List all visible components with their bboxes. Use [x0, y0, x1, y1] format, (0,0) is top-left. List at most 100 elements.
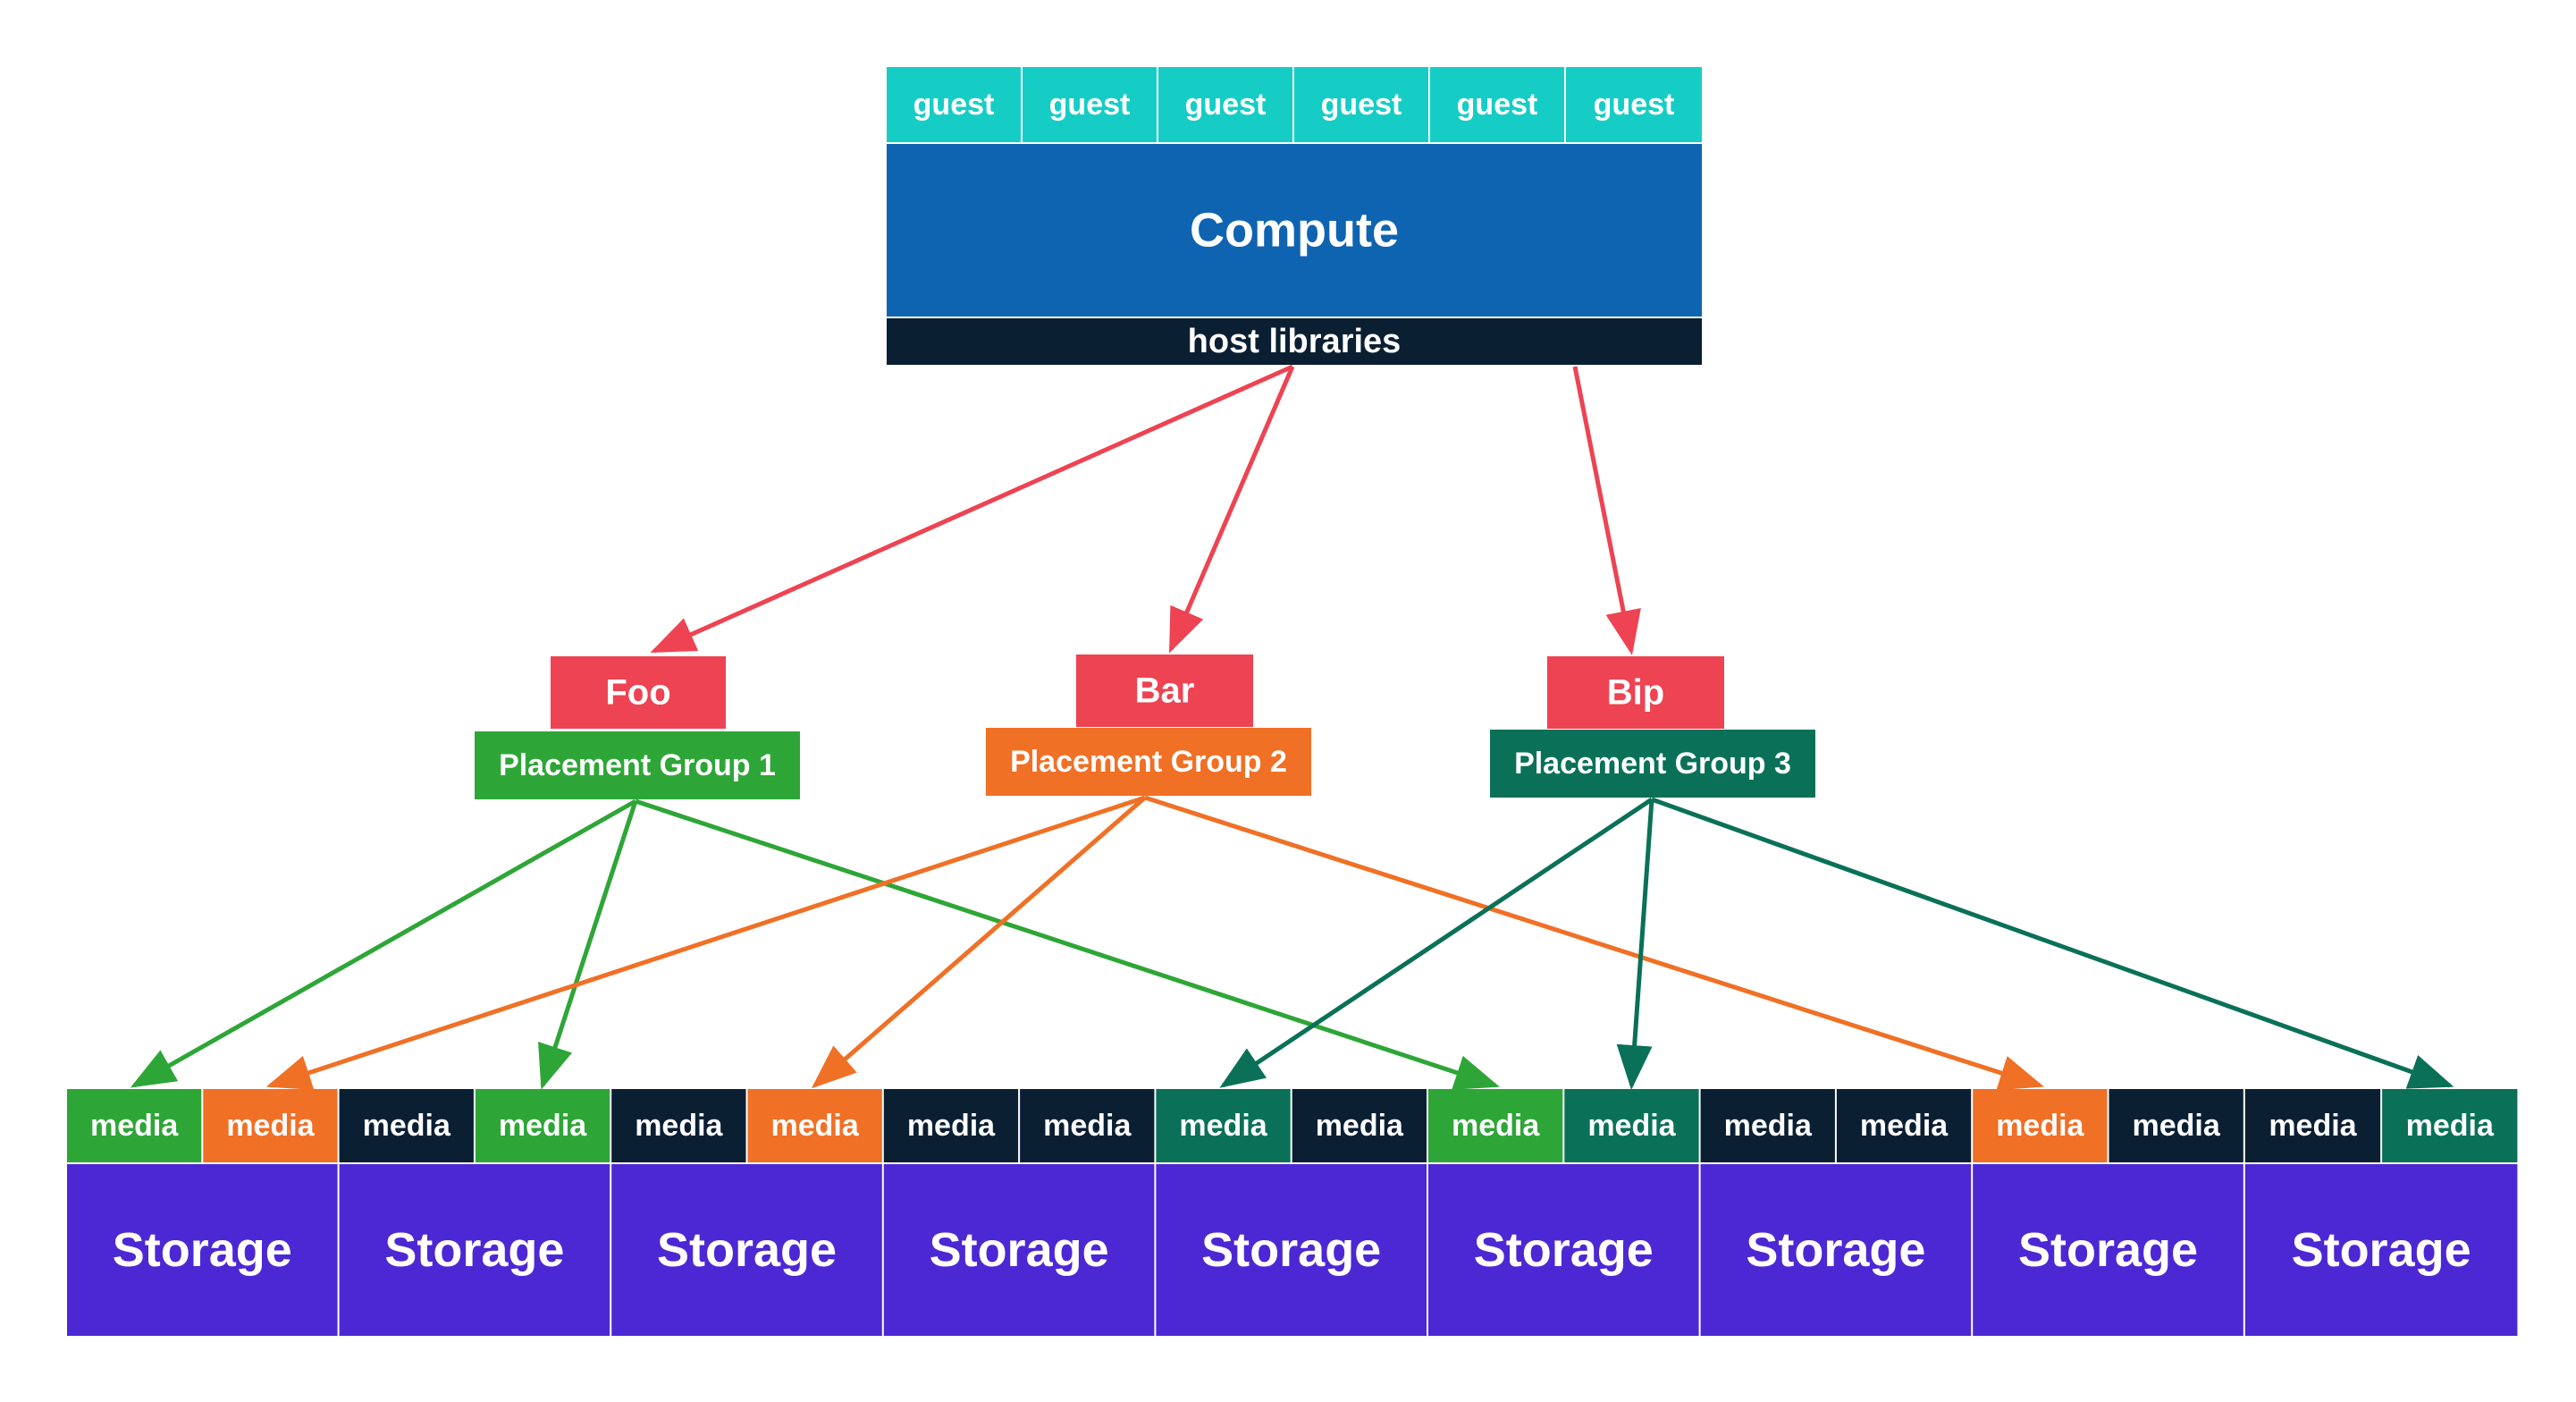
storage-node-2-label: Storage — [384, 1223, 564, 1277]
storage-7-media-1-label: media — [1724, 1109, 1813, 1143]
tag-foo-bg — [551, 656, 726, 729]
arrow-pg1-to-media-2-2 — [538, 800, 638, 1090]
storage-4-media-2-bg — [1020, 1089, 1155, 1162]
arrow-pg3-to-media-9-2 — [1651, 797, 2454, 1089]
storage-9-media-1-bg — [2244, 1089, 2381, 1162]
guest-cell: guest — [1158, 67, 1292, 142]
guest-cell-bg — [1430, 67, 1564, 142]
connection-arrows — [130, 364, 2454, 1091]
storage-node-4-label: Storage — [930, 1223, 1109, 1277]
storage-2-media-1-label: media — [363, 1109, 451, 1143]
storage-node-3-bg — [611, 1164, 882, 1336]
storage-9-media-1-label: media — [2269, 1109, 2357, 1143]
storage-node-7: Storage — [1700, 1164, 1972, 1336]
storage-6-media-1-label: media — [1452, 1109, 1540, 1143]
guest-cell-bg — [1023, 67, 1157, 142]
storage-8-media-2: media — [2109, 1089, 2243, 1162]
guest-cell-label: guest — [1457, 88, 1538, 122]
storage-node-1-label: Storage — [113, 1223, 292, 1277]
arrow-pg1-to-media-1-1 — [130, 798, 637, 1088]
guest-cell-bg — [1566, 67, 1702, 142]
storage-7-media-2-bg — [1836, 1089, 1972, 1162]
tag-foo-label: Foo — [605, 673, 670, 713]
storage-3-media-1-bg — [611, 1089, 746, 1162]
storage-6-media-2-label: media — [1587, 1109, 1676, 1143]
storage-2-media-2-label: media — [499, 1109, 587, 1143]
storage-9-media-1: media — [2244, 1089, 2381, 1162]
storage-node-7-bg — [1700, 1164, 1972, 1336]
guest-cell: guest — [1430, 67, 1564, 142]
storage-node-2-bg — [339, 1164, 610, 1336]
storage-7-media-2-label: media — [1860, 1109, 1949, 1143]
storage-node-8-label: Storage — [2018, 1223, 2198, 1277]
storage-6-media-2-bg — [1564, 1089, 1699, 1162]
storage-5-media-2-bg — [1292, 1089, 1427, 1162]
storage-1-media-1-bg — [67, 1089, 202, 1162]
guest-cell-label: guest — [1049, 88, 1131, 122]
storage-3-media-2-bg — [747, 1089, 882, 1162]
storage-node-5-bg — [1156, 1164, 1427, 1336]
storage-3-media-2-label: media — [771, 1109, 860, 1143]
storage-7-media-1-bg — [1700, 1089, 1835, 1162]
storage-4-media-1-bg — [883, 1089, 1019, 1162]
tag-bar: Bar — [1076, 655, 1253, 727]
storage-6-media-1-bg — [1428, 1089, 1563, 1162]
storage-node-4: Storage — [883, 1164, 1155, 1336]
storage-6-media-1: media — [1428, 1089, 1563, 1162]
storage-node-5: Storage — [1156, 1164, 1427, 1336]
storage-9-media-2: media — [2382, 1089, 2518, 1162]
storage-node-3-label: Storage — [657, 1223, 837, 1277]
compute-block: Compute — [887, 144, 1702, 317]
arrow-host-to-bip — [1572, 366, 1641, 655]
tag-bip-label: Bip — [1607, 673, 1664, 713]
storage-8-media-1-label: media — [1996, 1109, 2084, 1143]
storage-4-media-1-label: media — [907, 1109, 996, 1143]
placement-group-2: Placement Group 2 — [986, 728, 1311, 796]
storage-node-4-bg — [883, 1164, 1155, 1336]
tag-bip: Bip — [1547, 656, 1724, 729]
storage-8-media-1: media — [1973, 1089, 2108, 1162]
storage-4-media-2: media — [1020, 1089, 1155, 1162]
guest-cell: guest — [1566, 67, 1702, 142]
storage-node-6-label: Storage — [1474, 1223, 1654, 1277]
host-libraries-bar-label: host libraries — [1188, 323, 1402, 360]
placement-group-2-bg — [986, 728, 1311, 796]
storage-6-media-2: media — [1564, 1089, 1699, 1162]
storage-node-6-bg — [1428, 1164, 1699, 1336]
storage-node-7-label: Storage — [1746, 1223, 1925, 1277]
storage-2-media-2-bg — [475, 1089, 610, 1162]
storage-4-media-1: media — [883, 1089, 1019, 1162]
guest-cell: guest — [1294, 67, 1428, 142]
storage-node-9-label: Storage — [2292, 1223, 2471, 1277]
storage-node-8-bg — [1973, 1164, 2243, 1336]
storage-1-media-2-label: media — [226, 1109, 315, 1143]
guest-cell-bg — [887, 67, 1021, 142]
guest-cell: guest — [887, 67, 1021, 142]
storage-5-media-1-bg — [1156, 1089, 1291, 1162]
arrow-pg1-to-media-6-1 — [635, 798, 1500, 1090]
storage-7-media-2: media — [1836, 1089, 1972, 1162]
guest-cell-label: guest — [1321, 88, 1402, 122]
placement-group-1: Placement Group 1 — [475, 731, 800, 799]
arrow-pg3-to-media-5-1 — [1219, 797, 1654, 1088]
storage-3-media-1: media — [611, 1089, 746, 1162]
storage-node-9-bg — [2244, 1164, 2518, 1336]
storage-2-media-1: media — [339, 1089, 474, 1162]
host-libraries-bar-bg — [887, 318, 1702, 365]
tag-bip-bg — [1547, 656, 1724, 729]
arrow-pg2-to-media-3-2 — [811, 796, 1147, 1089]
storage-8-media-2-bg — [2109, 1089, 2243, 1162]
storage-5-media-2: media — [1292, 1089, 1427, 1162]
placement-group-3-bg — [1490, 730, 1815, 798]
storage-1-media-2-bg — [203, 1089, 338, 1162]
storage-node-8: Storage — [1973, 1164, 2243, 1336]
storage-8-media-1-bg — [1973, 1089, 2108, 1162]
guest-cell-label: guest — [913, 88, 995, 122]
guest-cell-label: guest — [1594, 88, 1675, 122]
host-libraries-bar: host libraries — [887, 318, 1702, 365]
storage-5-media-1-label: media — [1179, 1109, 1267, 1143]
guest-cell: guest — [1023, 67, 1157, 142]
guest-cell-bg — [1294, 67, 1428, 142]
storage-1-media-1-label: media — [90, 1109, 179, 1143]
